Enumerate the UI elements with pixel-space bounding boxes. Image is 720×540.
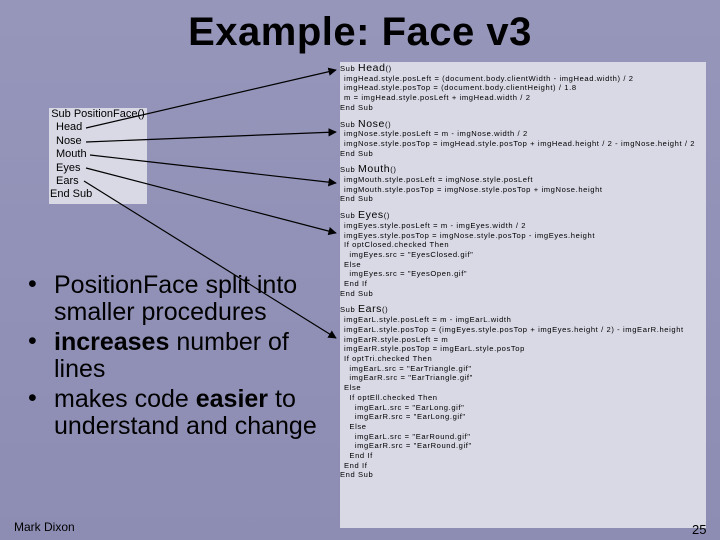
code-line: imgEarL.style.posTop = (imgEyes.style.po… [344,324,684,334]
bullet-dot: • [28,270,37,298]
bullet-item: • PositionFace split into smaller procedu… [28,270,318,326]
code-line: imgEarR.style.posLeft = m [344,334,449,344]
code-line: Else [344,259,362,269]
bullet-text-bold: easier [195,385,269,413]
bullet-text: to understand and change [54,385,317,440]
code-line: Nose [56,134,82,147]
code-line: Sub PositionFace() [51,108,145,120]
code-line: End If [344,279,368,289]
bullet-dot: • [28,327,37,355]
procedures-code-panel: Sub Head()imgHead.style.posLeft = (docum… [340,62,706,528]
procedure-name: Eyes [358,209,384,222]
code-line: End Sub [340,102,374,112]
code-line: Ears [56,175,79,188]
code-line: imgMouth.style.posLeft = imgNose.style.p… [344,175,534,185]
code-line: imgEarL.src = "EarRound.gif" [344,431,471,441]
code-line: imgEarR.src = "EarRound.gif" [344,441,472,451]
code-line: imgEyes.style.posLeft = m - imgEyes.widt… [344,220,527,230]
code-line: imgNose.style.posTop = imgHead.style.pos… [344,138,696,148]
code-line: End Sub [340,194,374,204]
code-line: imgEarL.src = "EarLong.gif" [344,402,465,412]
footer-author: Mark Dixon [14,520,75,534]
code-line: imgEarR.src = "EarLong.gif" [344,412,466,422]
sub-keyword: Sub [340,211,359,221]
code-line: imgEarL.style.posLeft = m - imgEarL.widt… [344,315,512,325]
parens: () [385,64,392,73]
code-line: imgHead.style.posLeft = (document.body.c… [344,73,634,83]
code-line: imgMouth.style.posTop = imgNose.style.po… [344,184,603,194]
code-line: Mouth [56,148,87,161]
code-line: If optEll.checked Then [344,392,438,402]
code-line: End Sub [340,470,374,480]
code-line: imgEyes.style.posTop = imgNose.style.pos… [344,230,596,240]
procedure-ears: Sub Ears()imgEarL.style.posLeft = m - im… [340,303,706,480]
code-line: End Sub [50,188,93,201]
procedure-header: Sub Mouth() [340,163,706,176]
code-line: End Sub [340,288,374,298]
bullet-text-bold: increases [54,328,170,356]
code-line: Else [344,383,362,393]
procedure-name: Mouth [358,163,391,176]
procedure-head: Sub Head()imgHead.style.posLeft = (docum… [340,62,706,113]
sub-keyword: Sub [340,165,359,175]
code-line: imgNose.style.posLeft = m - imgNose.widt… [344,129,528,139]
code-line: imgEarR.style.posTop = imgEarL.style.pos… [344,344,525,354]
code-line: End Sub [340,148,374,158]
sub-keyword: Sub [340,64,359,73]
position-face-code-panel: Sub PositionFace() Head Nose Mouth Eyes … [49,108,147,204]
procedure-nose: Sub Nose()imgNose.style.posLeft = m - im… [340,117,706,159]
bullet-list: • PositionFace split into smaller procedu… [28,270,318,443]
code-line: End If [344,451,373,461]
page-number: 25 [692,522,707,537]
code-line: If optTri.checked Then [344,353,433,363]
procedure-header: Sub Nose() [340,117,706,130]
sub-keyword: Sub [340,119,359,129]
code-line: imgEyes.src = "EyesOpen.gif" [344,269,468,279]
procedure-header: Sub Ears() [340,303,706,316]
code-line: imgEarR.src = "EarTriangle.gif" [344,373,473,383]
sub-keyword: Sub [340,305,359,315]
code-line: m = imgHead.style.posLeft + imgHead.widt… [344,93,531,103]
code-line: imgEarL.src = "EarTriangle.gif" [344,363,472,373]
procedure-name: Ears [358,303,383,316]
procedure-eyes: Sub Eyes()imgEyes.style.posLeft = m - im… [340,209,706,298]
code-line: Eyes [56,161,81,174]
code-line: Else [344,421,367,431]
procedure-name: Head [358,62,386,74]
bullet-text: makes code [54,385,196,413]
parens: () [384,119,392,129]
bullet-dot: • [28,384,37,412]
parens: () [383,211,391,221]
code-line: imgEyes.src = "EyesClosed.gif" [344,249,474,259]
procedure-header: Sub Head() [340,62,706,74]
parens: () [382,305,389,315]
procedure-header: Sub Eyes() [340,209,706,222]
parens: () [390,165,397,175]
procedure-mouth: Sub Mouth()imgMouth.style.posLeft = imgN… [340,163,706,204]
slide-title: Example: Face v3 [188,10,532,54]
bullet-item: •increases number of lines [28,327,318,382]
bullet-text: PositionFace split into smaller procedur… [54,271,298,326]
code-line: End If [344,460,368,470]
procedure-name: Nose [358,117,385,130]
bullet-item: • makes code easier to understand and cha… [28,384,318,440]
code-line: imgHead.style.posTop = (document.body.cl… [344,83,577,93]
code-line: If optClosed.checked Then [344,240,450,250]
code-line: Head [56,121,83,134]
